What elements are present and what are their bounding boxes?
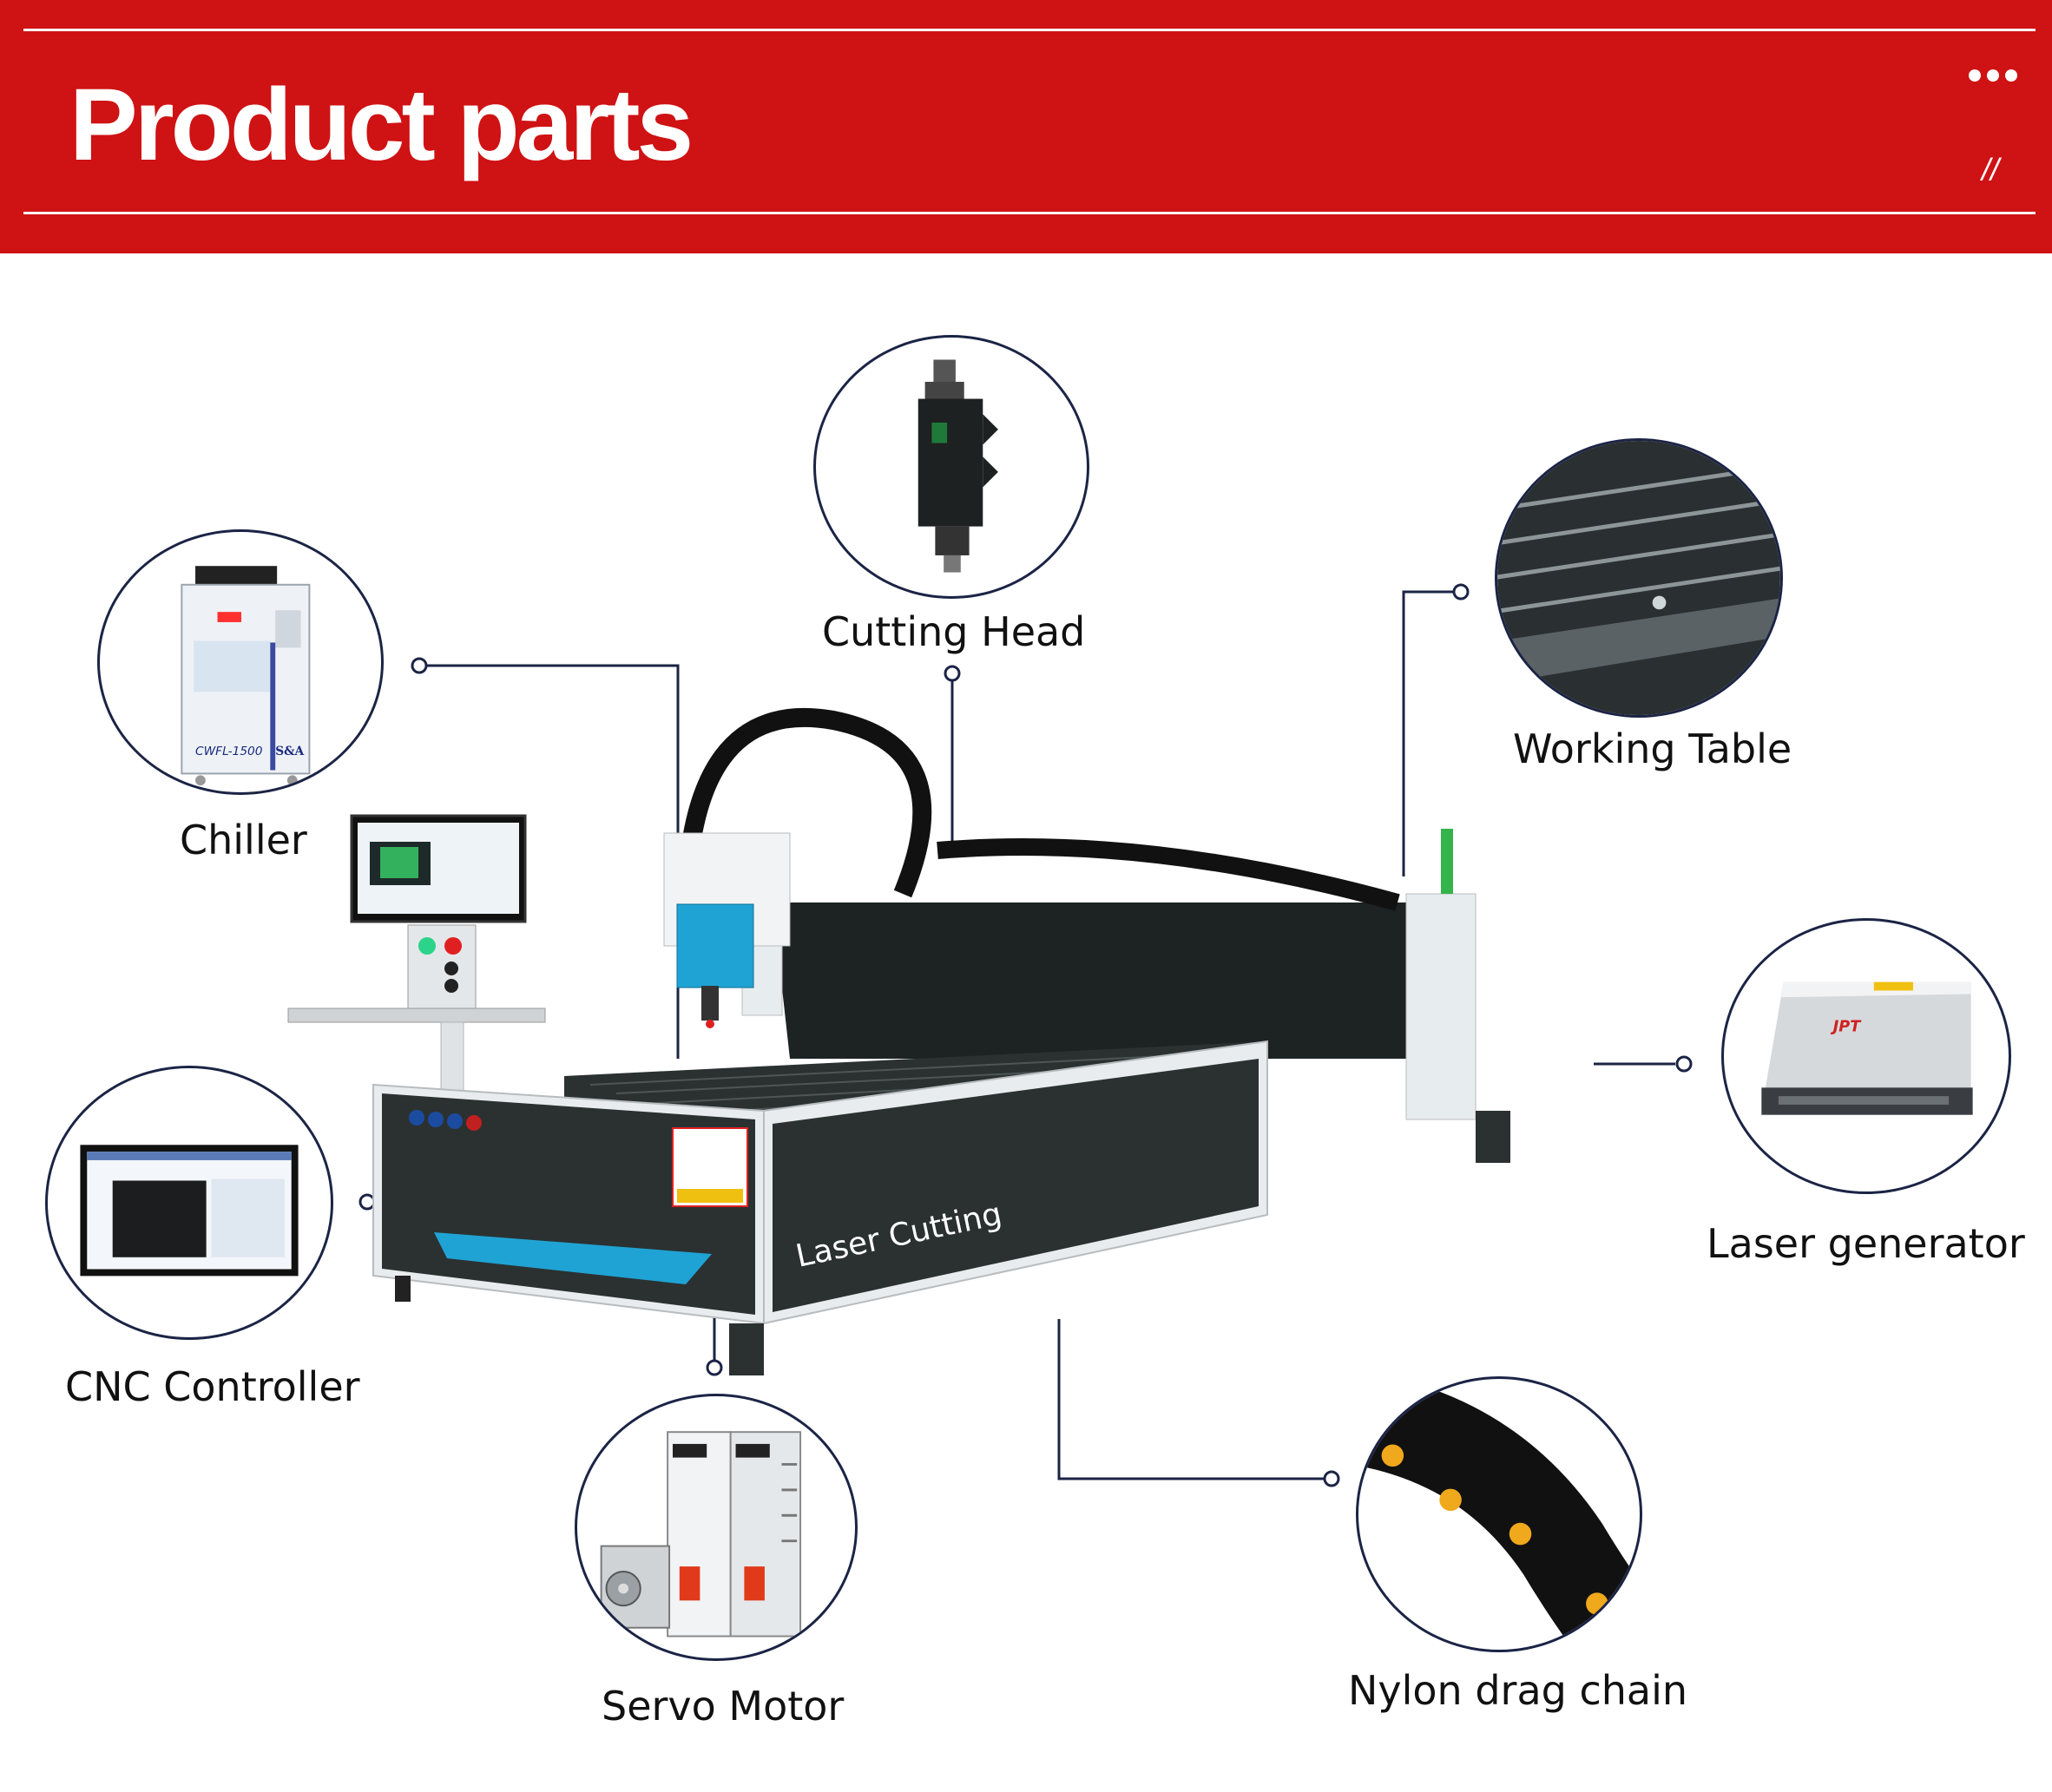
chiller-icon: CWFL-1500 S&A	[181, 566, 311, 786]
drag-chain-label: Nylon drag chain	[1348, 1667, 1688, 1714]
page-title: Product parts	[69, 68, 694, 182]
svg-text:CWFL-1500: CWFL-1500	[195, 745, 263, 758]
bed-side-panel	[773, 1059, 1259, 1312]
front-panel-buttons	[409, 1110, 482, 1131]
red-button-icon	[444, 937, 462, 955]
servo-motor-callout	[575, 1394, 858, 1661]
drag-chain-icon	[1358, 1379, 1640, 1650]
drag-chain-callout	[1356, 1376, 1642, 1652]
laser-generator-callout: JPT	[1721, 918, 2011, 1194]
working-table-icon	[1497, 441, 1780, 715]
servo-motor-icon	[600, 1431, 802, 1638]
cyan-stripe	[434, 1232, 712, 1284]
cutting-head-callout	[813, 335, 1089, 599]
head-carriage	[676, 903, 754, 988]
laser-source-icon: JPT	[1761, 981, 1973, 1115]
chiller-label: Chiller	[180, 817, 307, 863]
monitor-icon	[80, 1145, 299, 1277]
machine-illustration: Laser Cutting	[287, 707, 1510, 1375]
svg-text:JPT: JPT	[1831, 1019, 1863, 1036]
laser-generator-label: Laser generator	[1707, 1220, 2025, 1267]
green-button-icon	[418, 937, 436, 955]
slash-mark: //	[1982, 152, 2000, 187]
cnc-controller-callout	[45, 1066, 333, 1340]
working-table-label: Working Table	[1513, 725, 1792, 772]
header-banner: Product parts //	[0, 0, 2052, 253]
chiller-callout: CWFL-1500 S&A	[97, 529, 384, 795]
cnc-controller-label: CNC Controller	[65, 1363, 360, 1410]
header-top-rule	[23, 29, 2036, 31]
servo-motor-label: Servo Motor	[602, 1683, 845, 1730]
keyboard-tray	[287, 1008, 546, 1023]
gantry-bellows	[773, 903, 1424, 1059]
cutting-head-icon	[917, 359, 998, 573]
more-dots-icon	[1969, 69, 2021, 87]
laser-cutting-machine: Laser Cutting	[278, 677, 1615, 1441]
header-bottom-rule	[23, 212, 2036, 214]
stand-button-panel	[407, 924, 477, 1021]
cutting-head-label: Cutting Head	[822, 608, 1086, 655]
working-table-callout	[1495, 438, 1783, 718]
svg-text:S&A: S&A	[275, 745, 304, 758]
